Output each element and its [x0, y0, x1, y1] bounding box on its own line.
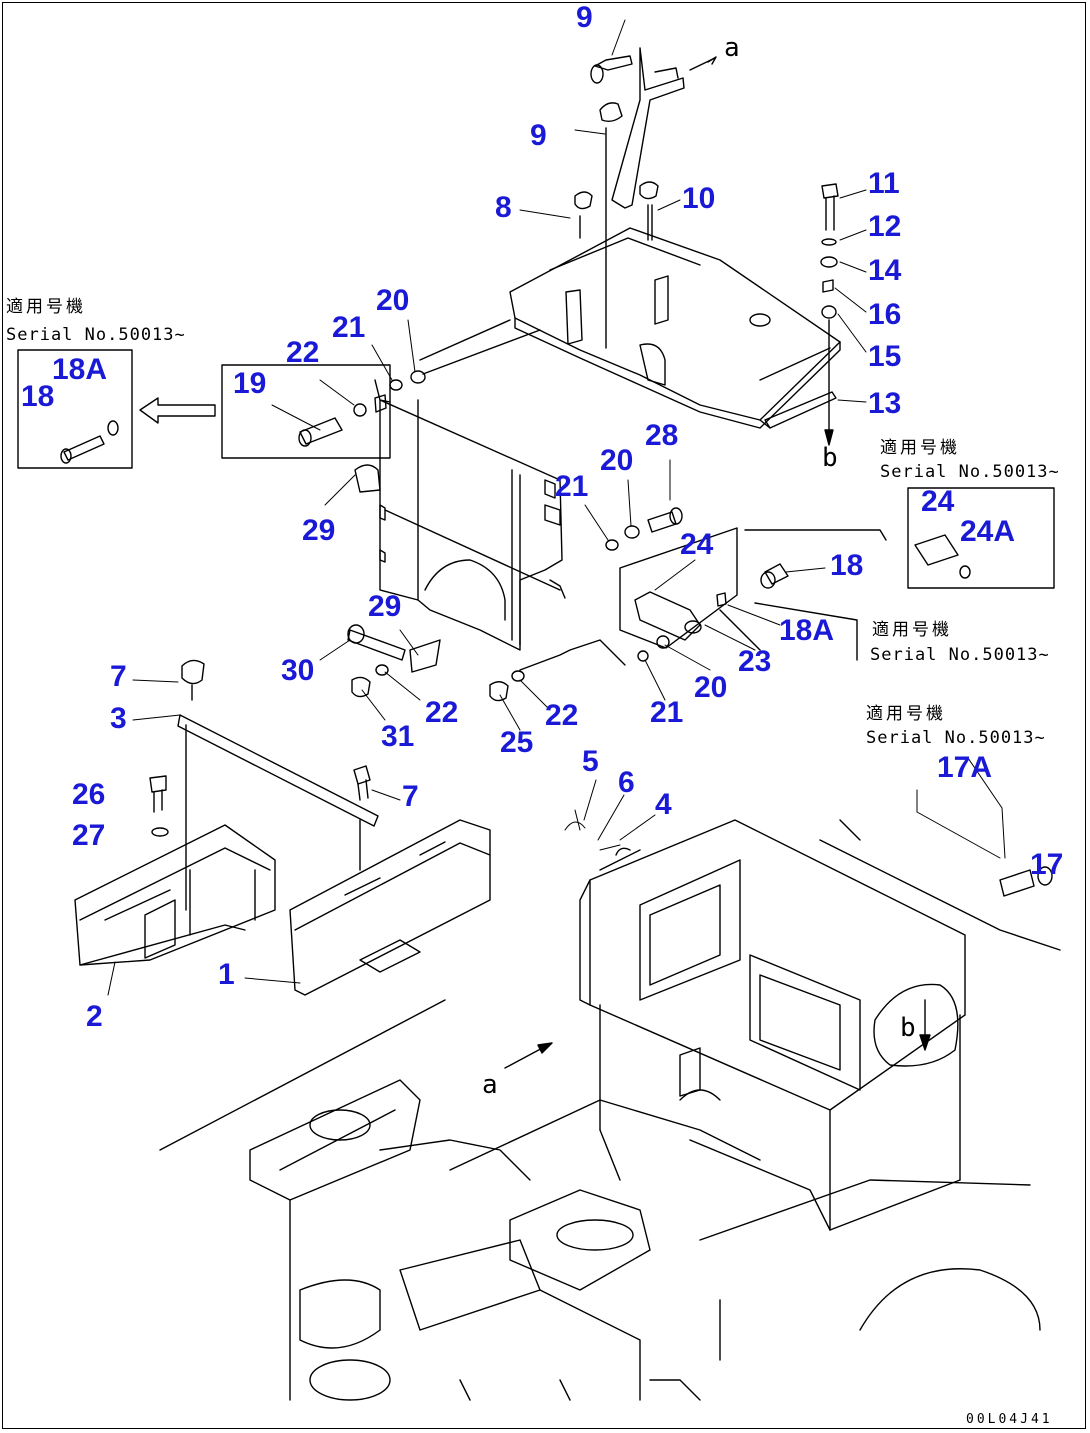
- callout-14[interactable]: 14: [868, 254, 902, 287]
- serial-text-left: Serial No.50013~: [6, 325, 186, 345]
- callout-3[interactable]: 3: [110, 702, 127, 735]
- cover-plate-3: [149, 659, 379, 911]
- callout-21-low[interactable]: 21: [650, 696, 684, 729]
- callout-20-low[interactable]: 20: [694, 671, 728, 704]
- callout-26[interactable]: 26: [72, 778, 106, 811]
- callout-21-mid[interactable]: 21: [555, 470, 589, 503]
- cover-panel: [374, 319, 566, 651]
- drawing-code: 00L04J41: [966, 1412, 1053, 1427]
- callout-18-box[interactable]: 18: [21, 380, 55, 413]
- callout-8[interactable]: 8: [495, 191, 512, 224]
- callout-5[interactable]: 5: [582, 745, 599, 778]
- ref-mark-b-bottom: b: [900, 1013, 916, 1043]
- callout-9-top[interactable]: 9: [576, 1, 593, 34]
- mid-hardware: [605, 507, 683, 551]
- callout-6[interactable]: 6: [618, 766, 635, 799]
- callout-21-top[interactable]: 21: [332, 311, 366, 344]
- callout-24a-box[interactable]: 24A: [960, 515, 1016, 548]
- ref-mark-a-bottom: a: [482, 1070, 498, 1100]
- callout-20-mid[interactable]: 20: [600, 444, 634, 477]
- callout-16[interactable]: 16: [868, 298, 902, 331]
- serial-heading-right-low: 適用号機: [866, 704, 946, 724]
- callout-18a[interactable]: 18A: [779, 614, 835, 647]
- callout-29-low[interactable]: 29: [368, 590, 402, 623]
- serial-text-right-top: Serial No.50013~: [880, 462, 1060, 482]
- callout-13[interactable]: 13: [868, 387, 902, 420]
- callout-7-top[interactable]: 7: [110, 660, 127, 693]
- top-bracket: [590, 47, 717, 349]
- callout-2[interactable]: 2: [86, 1000, 103, 1033]
- callout-22-top[interactable]: 22: [286, 336, 320, 369]
- floor-plate: [509, 181, 841, 429]
- right-detail-box: [907, 487, 1055, 589]
- serial-heading-right-top: 適用号機: [880, 438, 960, 458]
- callout-22-low-left[interactable]: 22: [425, 696, 459, 729]
- floor-section-1: [289, 819, 491, 996]
- reference-arrows: [504, 1042, 553, 1069]
- left-detail-box: [17, 349, 391, 469]
- callout-31[interactable]: 31: [381, 720, 415, 753]
- callout-15[interactable]: 15: [868, 340, 902, 373]
- callout-4[interactable]: 4: [655, 788, 672, 821]
- callout-25[interactable]: 25: [500, 726, 534, 759]
- callout-10[interactable]: 10: [682, 182, 716, 215]
- callout-22-low-right[interactable]: 22: [545, 699, 579, 732]
- callout-9[interactable]: 9: [530, 119, 547, 152]
- callout-12[interactable]: 12: [868, 210, 902, 243]
- left-hardware: [298, 329, 541, 493]
- callout-18a-box[interactable]: 18A: [52, 353, 108, 386]
- callout-29-top[interactable]: 29: [302, 514, 336, 547]
- chassis-frame: [159, 999, 1041, 1401]
- callout-24-box[interactable]: 24: [921, 485, 955, 518]
- serial-text-right-mid: Serial No.50013~: [870, 645, 1050, 665]
- callout-19[interactable]: 19: [233, 367, 267, 400]
- callout-28[interactable]: 28: [645, 419, 679, 452]
- callout-11[interactable]: 11: [868, 167, 900, 200]
- serial-heading-left: 適用号機: [6, 297, 86, 317]
- serial-text-right-low: Serial No.50013~: [866, 728, 1046, 748]
- callout-18[interactable]: 18: [830, 549, 864, 582]
- callout-17[interactable]: 17: [1030, 848, 1064, 881]
- leader-lines: [107, 19, 1006, 996]
- callout-1[interactable]: 1: [218, 958, 235, 991]
- floor-section-2: [74, 824, 276, 966]
- callout-24[interactable]: 24: [680, 528, 714, 561]
- callout-20-top[interactable]: 20: [376, 284, 410, 317]
- callout-30[interactable]: 30: [281, 654, 315, 687]
- ref-mark-a-top: a: [724, 33, 740, 63]
- ref-mark-b-top: b: [822, 443, 838, 473]
- callout-17a[interactable]: 17A: [937, 751, 993, 784]
- serial-heading-right-mid: 適用号機: [872, 620, 952, 640]
- callout-27[interactable]: 27: [72, 819, 106, 852]
- lower-hardware: [347, 624, 670, 702]
- callout-7[interactable]: 7: [402, 780, 419, 813]
- callout-23[interactable]: 23: [738, 645, 772, 678]
- bracket-24-box: [619, 527, 887, 661]
- dashboard-cabinet: [579, 819, 1061, 1231]
- bolt-stack: [764, 183, 839, 446]
